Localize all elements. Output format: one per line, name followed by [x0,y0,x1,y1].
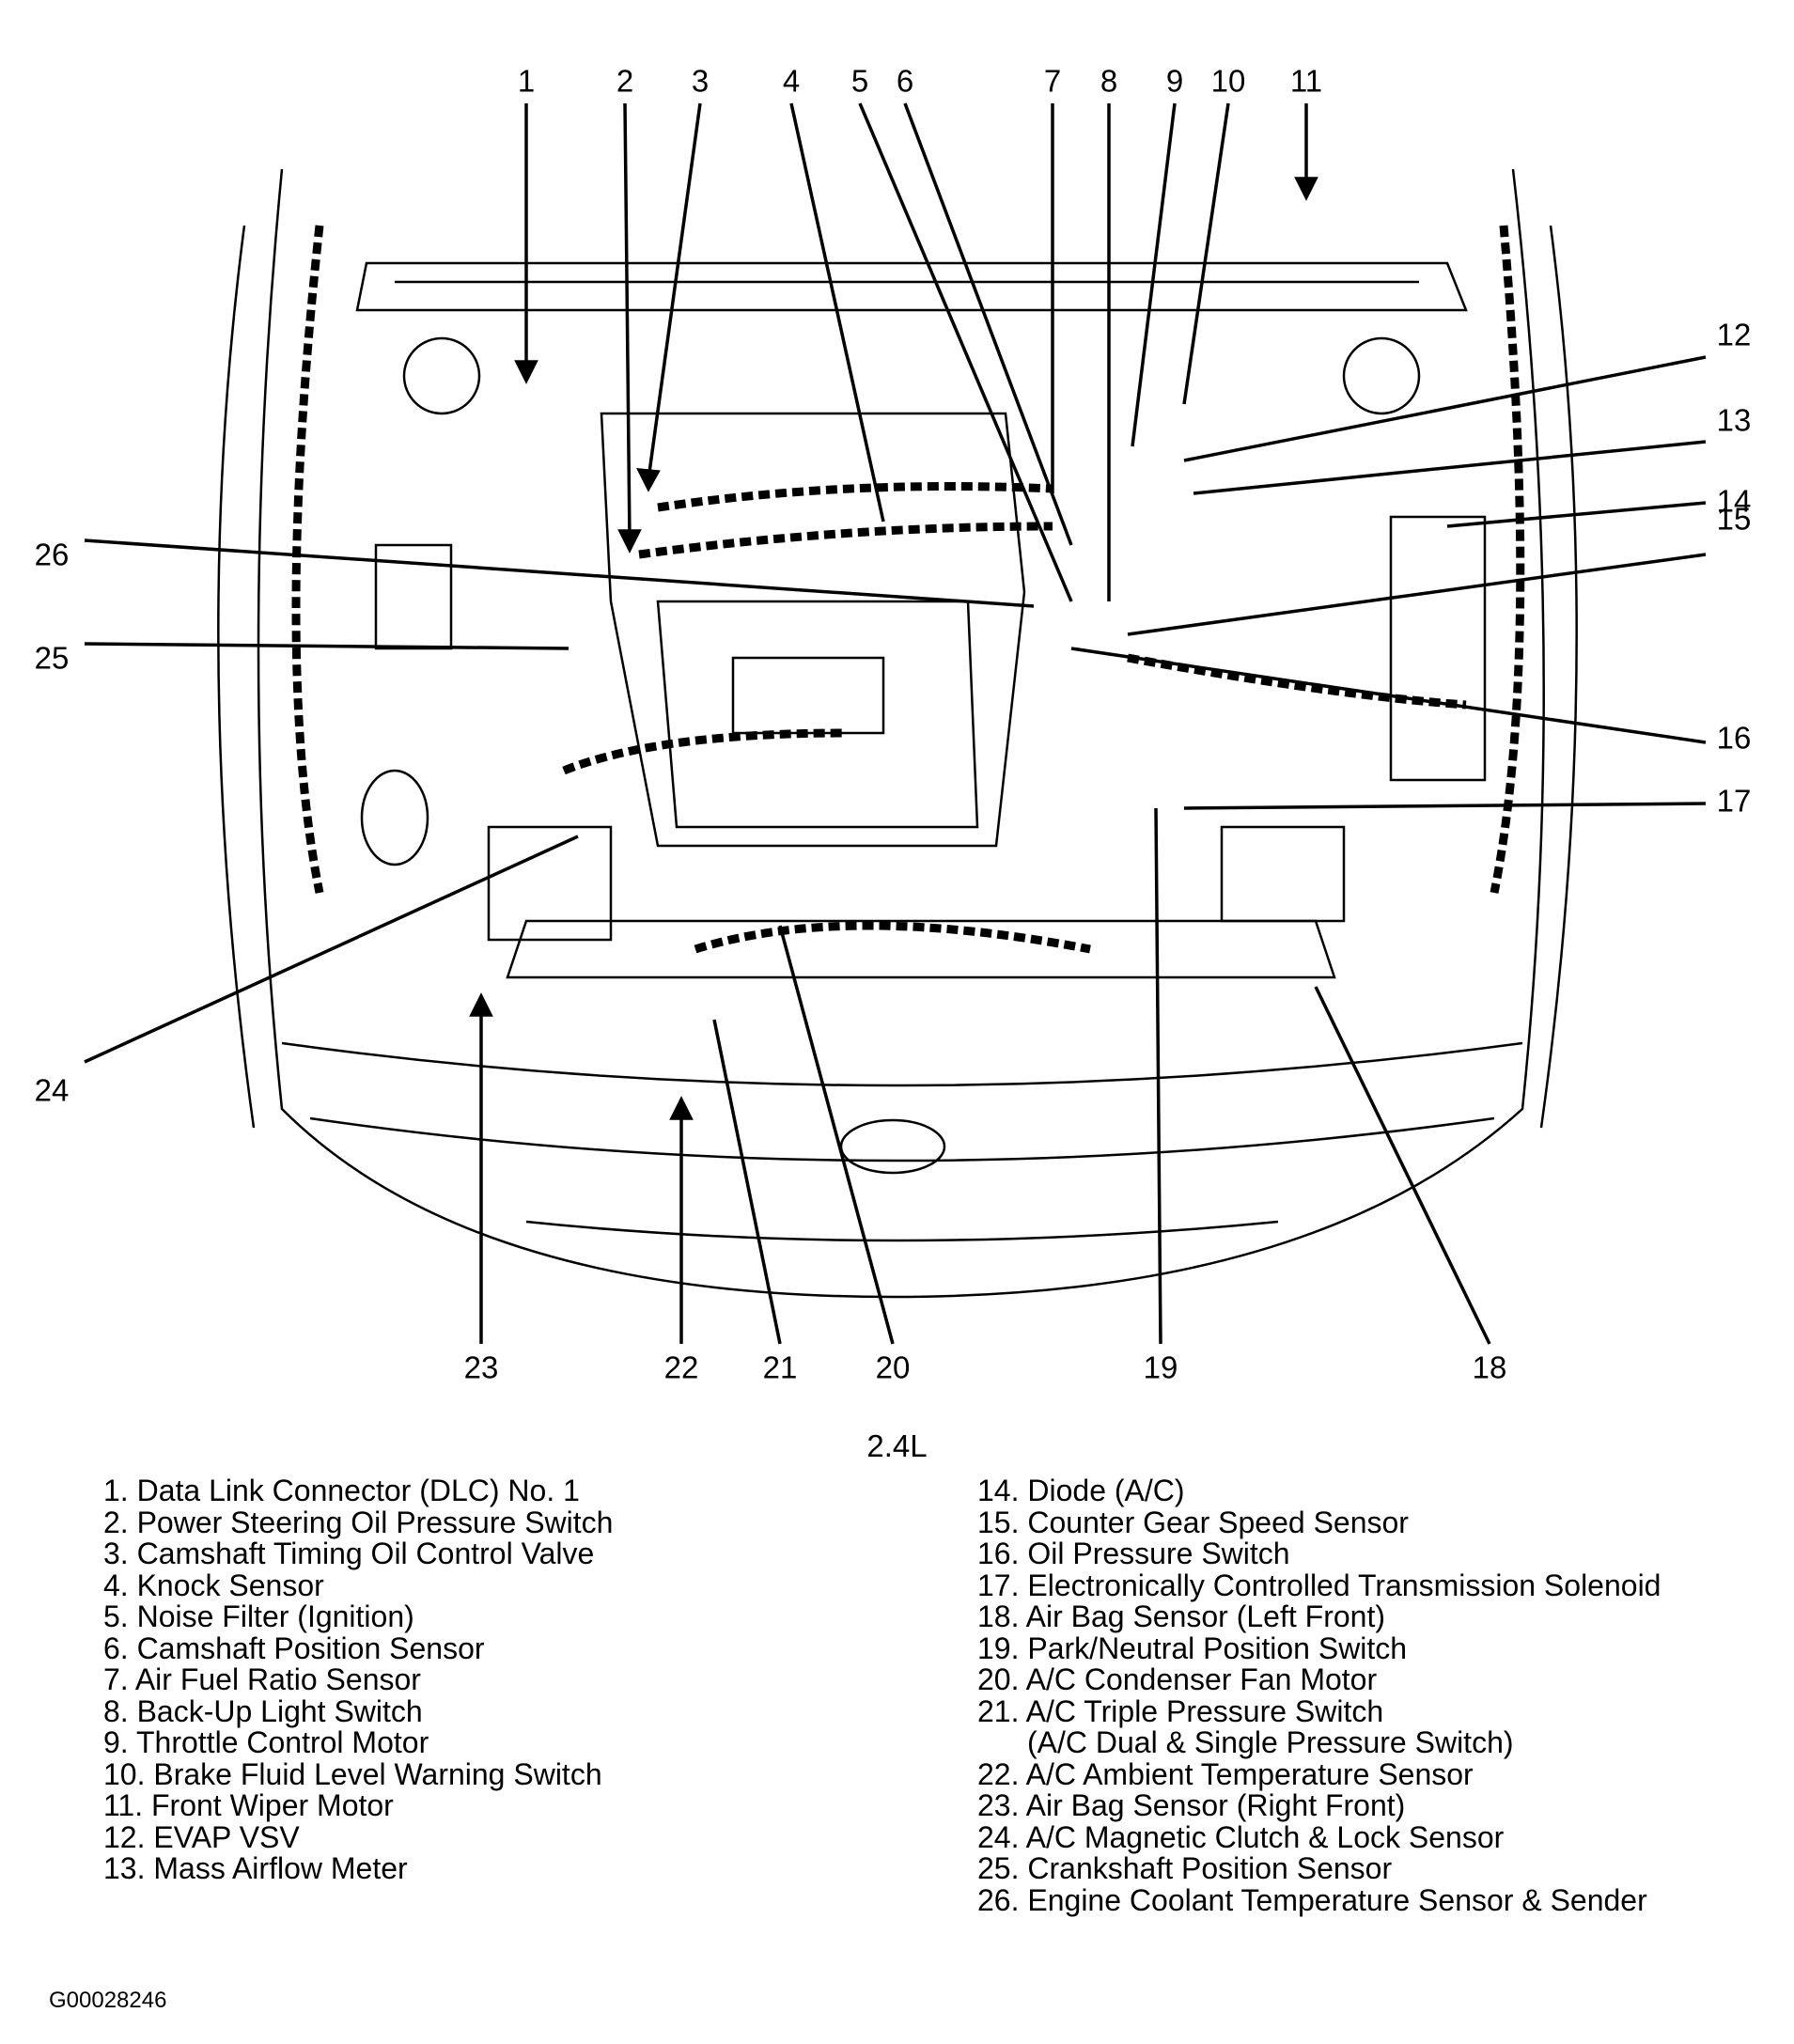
callout-number: 16 [1716,720,1752,756]
callout-number: 20 [875,1350,911,1385]
legend-item: 20. A/C Condenser Fan Motor [977,1662,1378,1696]
engine-bay-diagram [84,102,1707,1345]
legend-item: 8. Back-Up Light Switch [103,1693,423,1728]
legend-item: 10. Brake Fluid Level Warning Switch [103,1756,602,1791]
legend-item: 18. Air Bag Sensor (Left Front) [977,1599,1385,1633]
callout-number: 3 [691,63,710,99]
legend-item: 22. A/C Ambient Temperature Sensor [977,1756,1474,1791]
callout-number: 22 [663,1350,699,1385]
figure-id: G00028246 [49,1988,167,2013]
legend-left-column: 1. Data Link Connector (DLC) No. 1 2. Po… [103,1474,614,1885]
legend-item: 14. Diode (A/C) [977,1474,1185,1507]
legend-item: 15. Counter Gear Speed Sensor [977,1505,1409,1539]
callout-number: 24 [34,1072,70,1108]
callout-number: 12 [1716,317,1752,352]
callout-number: 11 [1289,63,1323,99]
legend-item: 9. Throttle Control Motor [103,1725,429,1759]
callout-number: 5 [850,63,869,99]
legend-item: 25. Crankshaft Position Sensor [977,1851,1393,1885]
legend-item: 1. Data Link Connector (DLC) No. 1 [103,1474,580,1507]
callout-number: 9 [1165,63,1184,99]
callout-arrows [84,102,1707,1345]
legend-item: 5. Noise Filter (Ignition) [103,1599,414,1633]
legend-item: 17. Electronically Controlled Transmissi… [977,1568,1661,1602]
callout-number: 2 [616,63,634,99]
callout-number: 1 [517,63,536,99]
legend-item: 12. EVAP VSV [103,1819,300,1854]
engine-bay-line-art [217,168,1578,1299]
legend-item: 24. A/C Magnetic Clutch & Lock Sensor [977,1819,1505,1854]
legend-right-column: 14. Diode (A/C) 15. Counter Gear Speed S… [977,1474,1661,1917]
callout-number: 26 [34,537,70,572]
callout-number: 4 [782,63,801,99]
callout-number: 17 [1716,783,1752,819]
callout-number: 6 [896,63,914,99]
legend-item: 16. Oil Pressure Switch [977,1537,1290,1570]
legend-item: 2. Power Steering Oil Pressure Switch [103,1505,614,1539]
wiring-harness [291,225,1525,954]
callout-number: 25 [34,640,70,676]
legend-item: 26. Engine Coolant Temperature Sensor & … [977,1882,1647,1917]
legend-subline: (A/C Dual & Single Pressure Switch) [1027,1725,1514,1759]
callout-number: 14 [1716,483,1752,519]
callout-number: 7 [1043,63,1062,99]
callout-number: 10 [1210,63,1246,99]
legend-item: 19. Park/Neutral Position Switch [977,1631,1408,1665]
legend-item: 13. Mass Airflow Meter [103,1851,408,1885]
legend-item: 21. A/C Triple Pressure Switch [977,1693,1384,1728]
callout-number: 8 [1100,63,1118,99]
legend-item: 3. Camshaft Timing Oil Control Valve [103,1537,595,1570]
callout-number: 19 [1143,1350,1178,1385]
callout-number: 23 [463,1350,499,1385]
callout-number: 13 [1716,402,1752,438]
legend-item: 7. Air Fuel Ratio Sensor [103,1662,421,1696]
legend-item-continuation: (A/C Dual & Single Pressure Switch) [977,1725,1661,1759]
callout-number: 15 [1716,501,1752,537]
legend-item: 11. Front Wiper Motor [103,1788,394,1822]
legend-item: 4. Knock Sensor [103,1568,324,1602]
legend-item: 6. Camshaft Position Sensor [103,1631,485,1665]
callout-number: 18 [1472,1350,1507,1385]
callout-number: 21 [762,1350,798,1385]
engine-size-label: 2.4L [866,1428,928,1463]
legend-item: 23. Air Bag Sensor (Right Front) [977,1788,1406,1822]
